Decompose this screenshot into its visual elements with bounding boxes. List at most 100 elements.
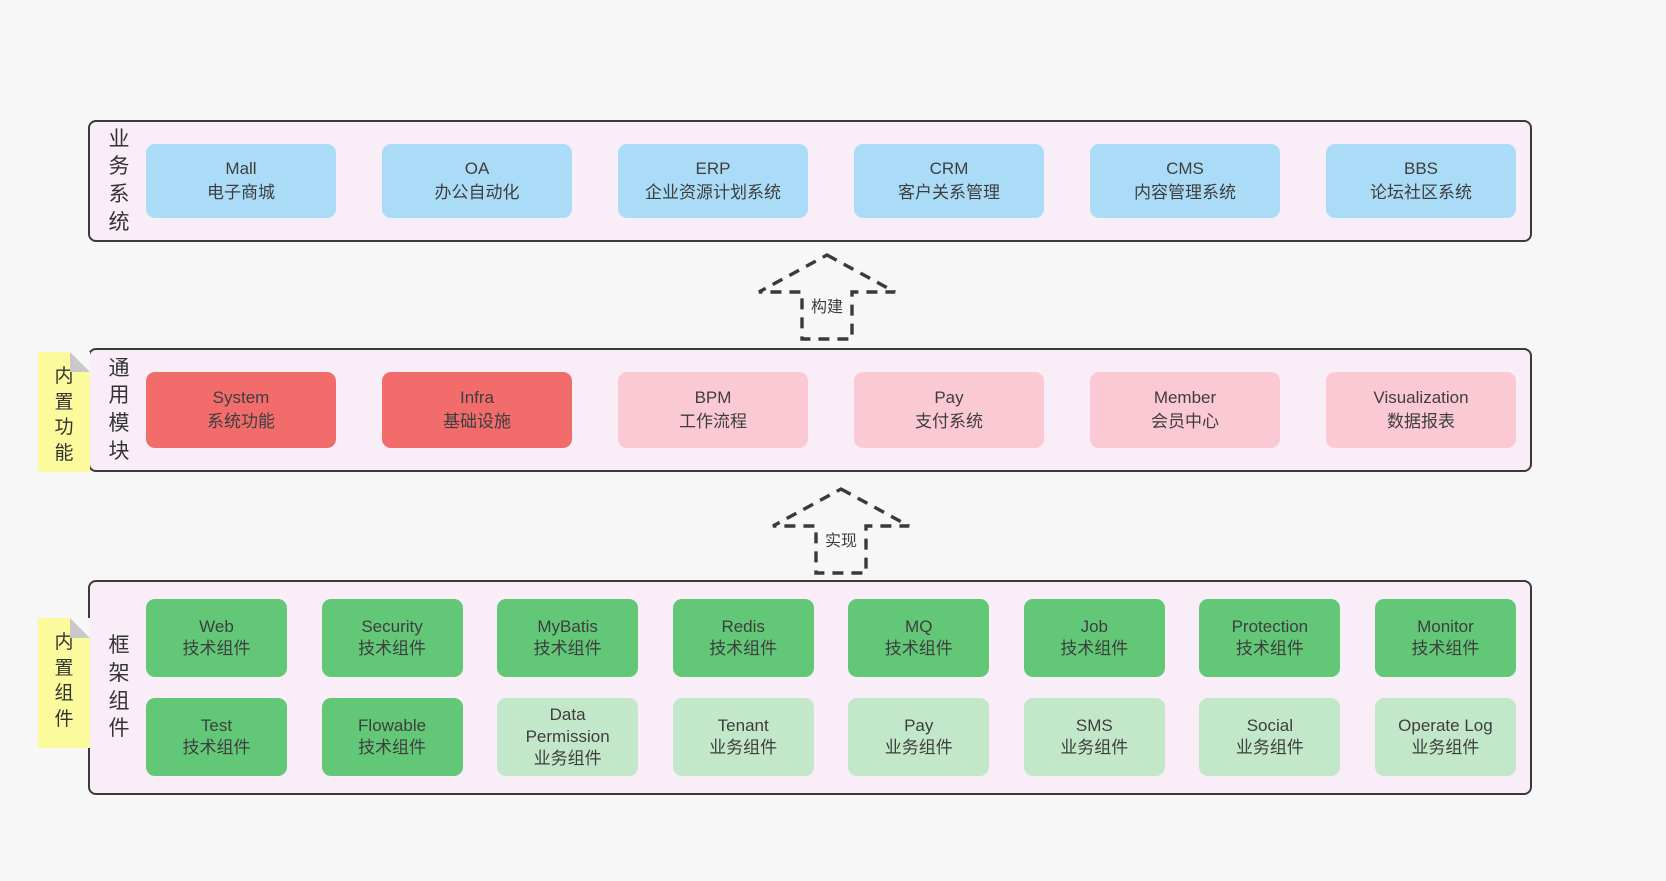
node-title: ERP xyxy=(695,158,731,178)
sticky-label: 内置组件 xyxy=(54,632,74,730)
node-title: Mall xyxy=(225,158,257,178)
node-job: Job 技术组件 xyxy=(1023,599,1165,677)
node-title: Pay xyxy=(934,387,964,407)
layer-label-common-modules: 通用模块 xyxy=(108,356,130,463)
node-title: Visualization xyxy=(1373,387,1469,407)
node-subtitle: 业务组件 xyxy=(884,738,953,757)
node-title: CRM xyxy=(929,158,969,178)
node-crm: CRM 客户关系管理 xyxy=(854,144,1044,218)
node-security: Security 技术组件 xyxy=(321,599,463,677)
layer-common-modules: 通用模块 System 系统功能 Infra 基础设施 BPM 工作流程 Pay… xyxy=(88,348,1532,472)
node-flowable: Flowable 技术组件 xyxy=(321,698,463,776)
node-subtitle: 技术组件 xyxy=(1060,639,1129,658)
node-subtitle: 技术组件 xyxy=(358,738,427,757)
build-arrow-label: 构建 xyxy=(807,291,847,318)
node-title: Monitor xyxy=(1417,616,1474,636)
layer-framework-components: 框架组件 Web 技术组件 Security 技术组件 MyBatis 技术组件… xyxy=(88,580,1532,795)
node-title: Member xyxy=(1153,387,1217,407)
node-infra: Infra 基础设施 xyxy=(382,372,572,448)
node-title: Protection xyxy=(1231,616,1309,636)
node-title: Data Permission xyxy=(525,704,610,746)
node-subtitle: 业务组件 xyxy=(533,749,602,769)
node-pay-system: Pay 支付系统 xyxy=(854,372,1044,448)
node-subtitle: 支付系统 xyxy=(915,412,983,431)
up-arrow-icon xyxy=(758,253,896,341)
node-title: BBS xyxy=(1403,158,1439,178)
node-monitor: Monitor 技术组件 xyxy=(1374,599,1516,677)
node-subtitle: 技术组件 xyxy=(358,639,427,658)
node-subtitle: 技术组件 xyxy=(182,738,251,757)
node-subtitle: 业务组件 xyxy=(709,738,778,757)
layer-label-framework-components: 框架组件 xyxy=(108,634,130,741)
node-operate-log: Operate Log 业务组件 xyxy=(1374,698,1516,776)
node-protection: Protection 技术组件 xyxy=(1199,599,1341,677)
node-mall: Mall 电子商城 xyxy=(146,144,336,218)
node-title: MyBatis xyxy=(537,616,598,636)
node-data-permission: Data Permission 业务组件 xyxy=(497,698,639,776)
node-subtitle: 业务组件 xyxy=(1235,738,1304,757)
node-title: Job xyxy=(1080,616,1109,636)
business-systems-row: Mall 电子商城 OA 办公自动化 ERP 企业资源计划系统 CRM 客户关系… xyxy=(132,144,1530,218)
node-subtitle: 办公自动化 xyxy=(434,183,520,202)
node-web: Web 技术组件 xyxy=(146,599,287,677)
node-subtitle: 数据报表 xyxy=(1387,412,1455,431)
node-subtitle: 内容管理系统 xyxy=(1134,183,1236,202)
node-subtitle: 技术组件 xyxy=(1411,639,1480,658)
node-erp: ERP 企业资源计划系统 xyxy=(618,144,808,218)
node-mq: MQ 技术组件 xyxy=(848,599,990,677)
node-subtitle: 技术组件 xyxy=(709,639,778,658)
node-subtitle: 系统功能 xyxy=(207,412,275,431)
node-subtitle: 工作流程 xyxy=(679,412,747,431)
node-title: Pay xyxy=(904,715,934,735)
up-arrow-icon xyxy=(772,487,910,575)
implement-arrow-label: 实现 xyxy=(821,525,861,552)
node-subtitle: 客户关系管理 xyxy=(898,183,1000,202)
node-title: Flowable xyxy=(358,715,427,735)
biz-components-row: Test 技术组件 Flowable 技术组件 Data Permission … xyxy=(146,698,1516,776)
node-subtitle: 会员中心 xyxy=(1151,412,1219,431)
node-member: Member 会员中心 xyxy=(1090,372,1280,448)
node-title: Security xyxy=(361,616,423,636)
node-title: Operate Log xyxy=(1398,715,1493,735)
node-cms: CMS 内容管理系统 xyxy=(1090,144,1280,218)
node-title: Infra xyxy=(459,387,495,407)
node-subtitle: 企业资源计划系统 xyxy=(645,183,781,202)
sticky-label: 内置功能 xyxy=(54,366,74,464)
common-modules-row: System 系统功能 Infra 基础设施 BPM 工作流程 Pay 支付系统… xyxy=(132,372,1530,448)
implement-arrow: 实现 xyxy=(771,487,911,575)
node-subtitle: 业务组件 xyxy=(1411,738,1480,757)
node-title: System xyxy=(212,387,270,407)
node-mybatis: MyBatis 技术组件 xyxy=(497,599,639,677)
node-subtitle: 业务组件 xyxy=(1060,738,1129,757)
node-title: Web xyxy=(199,616,234,636)
node-sms: SMS 业务组件 xyxy=(1023,698,1165,776)
sticky-built-in-features: 内置功能 xyxy=(38,352,90,472)
node-title: Redis xyxy=(721,616,765,636)
node-oa: OA 办公自动化 xyxy=(382,144,572,218)
layer-business-systems: 业务系统 Mall 电子商城 OA 办公自动化 ERP 企业资源计划系统 CRM… xyxy=(88,120,1532,242)
framework-components-rows: Web 技术组件 Security 技术组件 MyBatis 技术组件 Redi… xyxy=(132,599,1530,776)
layer-label-business-systems: 业务系统 xyxy=(108,127,130,234)
node-test: Test 技术组件 xyxy=(146,698,287,776)
tech-components-row: Web 技术组件 Security 技术组件 MyBatis 技术组件 Redi… xyxy=(146,599,1516,677)
node-title: CMS xyxy=(1166,158,1204,178)
node-subtitle: 电子商城 xyxy=(207,183,275,202)
node-visualization: Visualization 数据报表 xyxy=(1326,372,1516,448)
node-title: BPM xyxy=(694,387,732,407)
node-system: System 系统功能 xyxy=(146,372,336,448)
node-subtitle: 技术组件 xyxy=(533,639,602,658)
node-subtitle: 技术组件 xyxy=(182,639,251,658)
node-bpm: BPM 工作流程 xyxy=(618,372,808,448)
sticky-built-in-components: 内置组件 xyxy=(38,618,90,748)
node-subtitle: 技术组件 xyxy=(884,639,953,658)
node-tenant: Tenant 业务组件 xyxy=(672,698,814,776)
node-subtitle: 技术组件 xyxy=(1235,639,1304,658)
node-title: OA xyxy=(464,158,490,178)
node-title: Social xyxy=(1246,715,1294,735)
node-title: Tenant xyxy=(717,715,769,735)
build-arrow: 构建 xyxy=(757,253,897,341)
node-social: Social 业务组件 xyxy=(1199,698,1341,776)
node-title: SMS xyxy=(1075,715,1113,735)
node-subtitle: 基础设施 xyxy=(443,412,511,431)
